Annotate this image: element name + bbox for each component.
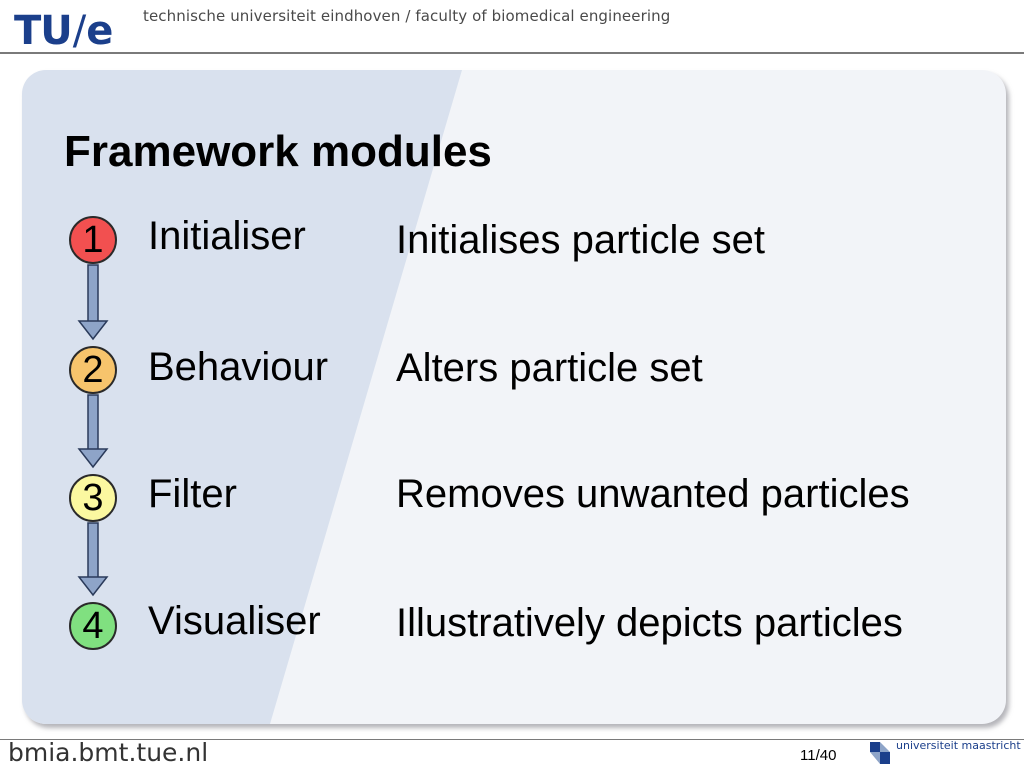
step-1-description: Initialises particle set [396,218,766,262]
step-3-badge: 3 [69,474,117,522]
step-3-description: Removes unwanted particles [396,472,910,516]
step-4-name: Visualiser [148,599,321,643]
flow-arrows [77,264,109,597]
step-2-badge: 2 [69,346,117,394]
tue-logo: TU/e [14,8,113,54]
logo-tu: TU [14,8,73,54]
arrow-down-icon [77,522,109,597]
step-4-badge: 4 [69,602,117,650]
panel-background [22,70,462,724]
step-2-description: Alters particle set [396,346,703,390]
logo-e: e [86,8,113,54]
step-1-name: Initialiser [148,214,306,258]
footer-site-link[interactable]: bmia.bmt.tue.nl [8,738,209,767]
step-1-badge: 1 [69,216,117,264]
partner-name: universiteit maastricht [896,739,1021,752]
page-indicator: 11/40 [800,747,837,764]
arrow-down-icon [77,394,109,469]
header-divider [0,52,1024,54]
step-4-description: Illustratively depicts particles [396,601,903,645]
content-panel [22,70,1006,724]
arrow-down-icon [77,264,109,341]
slide-title: Framework modules [64,127,492,176]
um-logo-icon [870,742,890,764]
footer-divider [0,739,1024,740]
step-3-name: Filter [148,472,237,516]
logo-slash: / [72,8,87,54]
step-2-name: Behaviour [148,345,329,389]
header-bar: TU/e technische universiteit eindhoven /… [0,0,1024,58]
institution-title: technische universiteit eindhoven / facu… [143,7,671,25]
